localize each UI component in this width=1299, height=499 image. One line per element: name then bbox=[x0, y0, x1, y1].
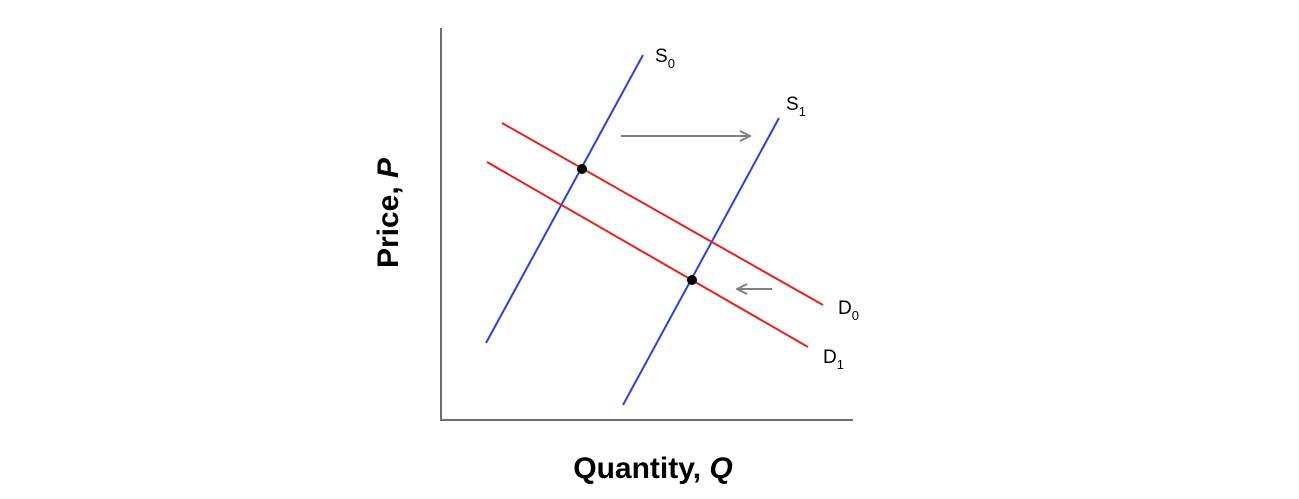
label-d1-sub: 1 bbox=[837, 357, 844, 372]
demand-curve-d1 bbox=[486, 161, 809, 348]
y-axis-title-text: Price, bbox=[372, 178, 405, 268]
x-axis-title: Quantity, Q bbox=[573, 452, 732, 485]
y-axis-title: Price, P bbox=[372, 157, 405, 268]
label-d1: D1 bbox=[823, 347, 844, 372]
label-d0-letter: D bbox=[838, 298, 852, 319]
label-s1: S1 bbox=[786, 94, 806, 119]
label-s0-sub: 0 bbox=[668, 56, 675, 71]
equilibrium-point-new bbox=[687, 275, 697, 285]
label-s0-letter: S bbox=[655, 46, 668, 67]
label-s0: S0 bbox=[655, 46, 675, 71]
equilibrium-point-initial bbox=[577, 164, 587, 174]
x-axis-title-var: Q bbox=[709, 452, 732, 485]
label-d1-letter: D bbox=[823, 347, 837, 368]
supply-curve-s1 bbox=[622, 117, 780, 406]
label-d0-sub: 0 bbox=[852, 308, 859, 323]
supply-curve-s0 bbox=[485, 54, 644, 344]
label-d0: D0 bbox=[838, 298, 859, 323]
label-s1-letter: S bbox=[786, 94, 799, 115]
label-s1-sub: 1 bbox=[799, 104, 806, 119]
demand-curve-d0 bbox=[501, 122, 824, 306]
y-axis-title-var: P bbox=[372, 157, 405, 178]
x-axis-title-text: Quantity, bbox=[573, 452, 709, 485]
